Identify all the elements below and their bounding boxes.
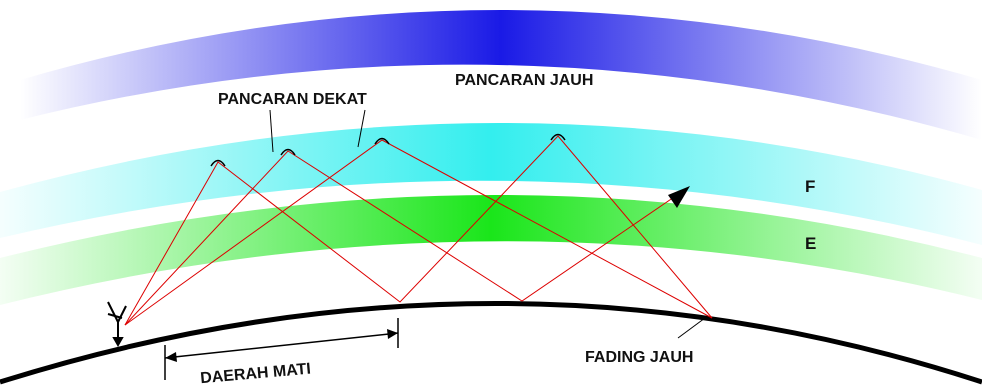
far-beam-label: PANCARAN JAUH [455, 72, 593, 89]
reflection-cap [374, 137, 390, 145]
reflection-cap [280, 148, 296, 156]
outer-ionosphere-band [20, 10, 982, 140]
layer-e-label: E [805, 234, 816, 253]
fading-pointer [677, 317, 706, 339]
reflection-cap [210, 159, 226, 167]
near-beam-label: PANCARAN DEKAT [218, 91, 367, 108]
dead-zone-label: DAERAH MATI [200, 361, 312, 387]
e-layer-band [0, 195, 982, 305]
reflection-caps [210, 133, 566, 167]
dead-zone-dimension [164, 318, 399, 380]
earth-surface [0, 301, 982, 385]
arrowhead-icon [668, 186, 690, 208]
antenna-icon [107, 301, 127, 348]
ray-2 [124, 150, 681, 326]
ray-3 [124, 139, 713, 326]
f-layer-band [0, 122, 982, 245]
far-fading-label: FADING JAUH [585, 349, 693, 366]
layer-f-label: F [805, 177, 815, 196]
reflection-cap [550, 133, 566, 141]
ray-1 [124, 135, 713, 326]
near-beam-pointers [269, 109, 366, 153]
radio-rays [124, 135, 713, 326]
